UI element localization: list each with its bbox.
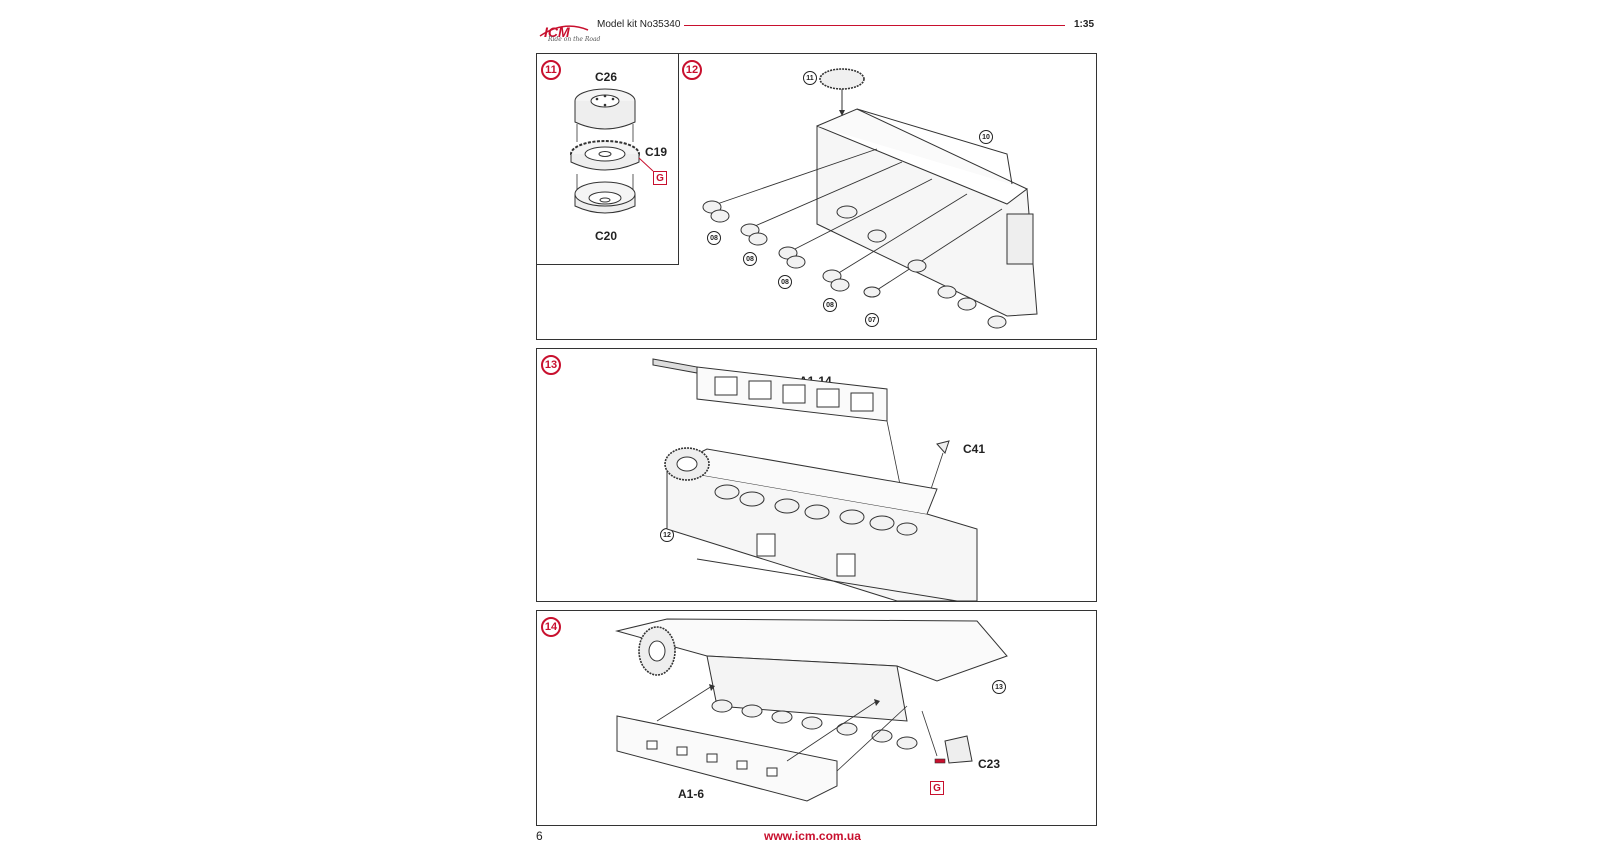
page-number: 6 <box>536 829 543 843</box>
ref-step-11: 11 <box>803 71 817 85</box>
step-11-badge: 11 <box>541 60 561 80</box>
part-label-c23: C23 <box>978 757 1001 771</box>
ref-step-08-c: 08 <box>778 275 792 289</box>
part-label-c26: C26 <box>595 70 618 84</box>
instruction-page: ICM Ride on the Road Model kit No35340 1… <box>536 0 1097 850</box>
icm-logo: ICM <box>536 18 592 46</box>
ref-step-10: 10 <box>979 130 993 144</box>
logo-tagline: Ride on the Road <box>548 36 601 43</box>
part-label-a1-6: A1-6 <box>678 787 705 801</box>
logo-text: ICM <box>544 24 570 40</box>
scale-label: 1:35 <box>1074 19 1095 30</box>
part-label-c19: C19 <box>645 145 668 159</box>
step-12-badge: 12 <box>682 60 702 80</box>
part-label-c20: C20 <box>595 229 618 243</box>
ref-step-08-b: 08 <box>743 252 757 266</box>
website-url[interactable]: www.icm.com.ua <box>764 829 861 843</box>
step-14-panel: 14 13 C23 G A1-6 <box>536 610 1097 826</box>
suspension-drawing <box>702 68 1038 329</box>
ref-step-07: 07 <box>865 313 879 327</box>
step-12-panel: 12 11 10 08 08 08 08 07 <box>536 53 1097 340</box>
paint-code-g: G <box>653 171 667 185</box>
side-panel-drawing <box>615 618 1008 802</box>
step-13-panel: 13 A1-14 C41 12 <box>536 348 1097 602</box>
kit-title: Model kit No35340 <box>597 19 681 30</box>
ref-step-13: 13 <box>992 680 1006 694</box>
ref-step-08-a: 08 <box>707 231 721 245</box>
header-rule <box>684 25 1065 26</box>
step-13-badge: 13 <box>541 355 561 375</box>
ref-step-08-d: 08 <box>823 298 837 312</box>
step-11-panel: 11 C26 C19 G C20 <box>536 53 679 265</box>
paint-code-g: G <box>930 781 944 795</box>
step-14-badge: 14 <box>541 617 561 637</box>
wheel-assembly-drawing <box>570 88 654 214</box>
fender-drawing <box>652 358 978 601</box>
part-label-c41: C41 <box>963 442 986 456</box>
